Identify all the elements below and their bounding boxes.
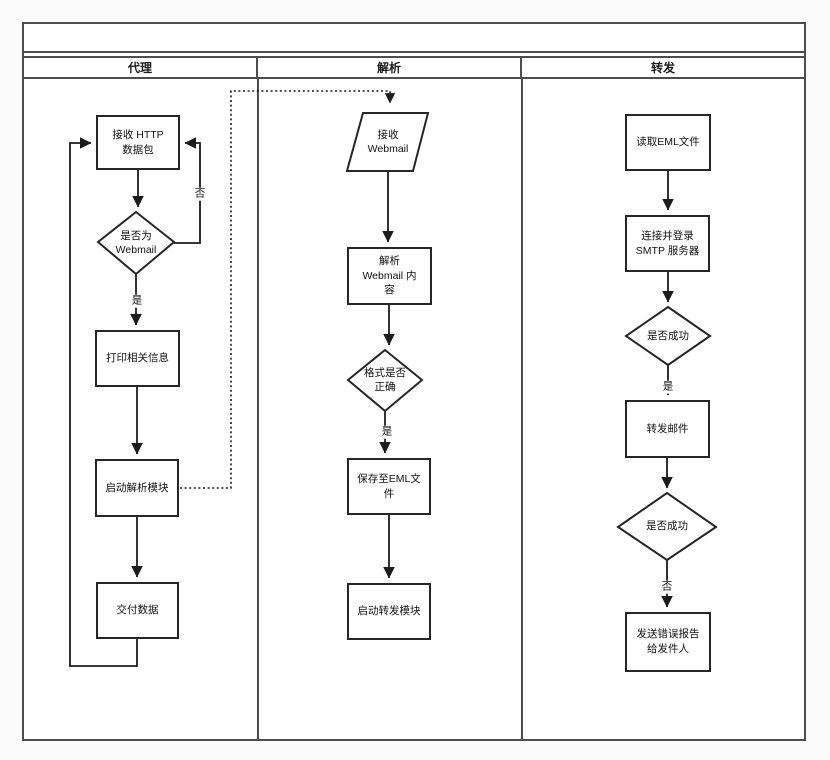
node-connect-smtp: 连接并登录 SMTP 服务器 [625, 215, 710, 272]
node-deliver-data: 交付数据 [96, 582, 179, 639]
diagram-title-bar [24, 24, 804, 53]
node-start-parse: 启动解析模块 [95, 459, 179, 517]
lane-divider-1 [257, 79, 259, 739]
node-save-eml: 保存至EML文 件 [347, 458, 431, 515]
node-format-ok-label: 格式是否 正确 [364, 366, 406, 393]
node-send-error: 发送错误报告 给发件人 [625, 612, 711, 672]
node-start-forward: 启动转发模块 [347, 583, 431, 640]
edge-label-no-lane1: 否 [193, 187, 207, 201]
edge-label-yes-lane3: 是 [661, 380, 675, 394]
node-recv-http: 接收 HTTP 数据包 [96, 115, 180, 170]
node-forward-mail: 转发邮件 [625, 400, 710, 458]
edge-label-yes-lane1: 是 [130, 294, 144, 308]
edge-label-yes-lane2: 是 [380, 425, 394, 439]
lane-header-forward: 转发 [650, 61, 675, 75]
node-is-success-2-label: 是否成功 [646, 519, 688, 532]
node-is-webmail-label: 是否为 Webmail [115, 229, 157, 256]
edge-label-no-lane3: 否 [660, 580, 674, 594]
node-is-success-1-label: 是否成功 [647, 329, 689, 342]
lane-divider-2 [521, 79, 523, 739]
node-read-eml: 读取EML文件 [625, 114, 711, 171]
node-parse-webmail: 解析 Webmail 内 容 [347, 247, 432, 305]
node-print-info: 打印相关信息 [95, 330, 180, 387]
lane-header-row: 代理 解析 转发 [24, 56, 804, 79]
node-recv-webmail-label: 接收 Webmail [367, 128, 409, 155]
lane-header-agent: 代理 [24, 58, 258, 77]
lane-header-parse: 解析 [258, 58, 522, 77]
